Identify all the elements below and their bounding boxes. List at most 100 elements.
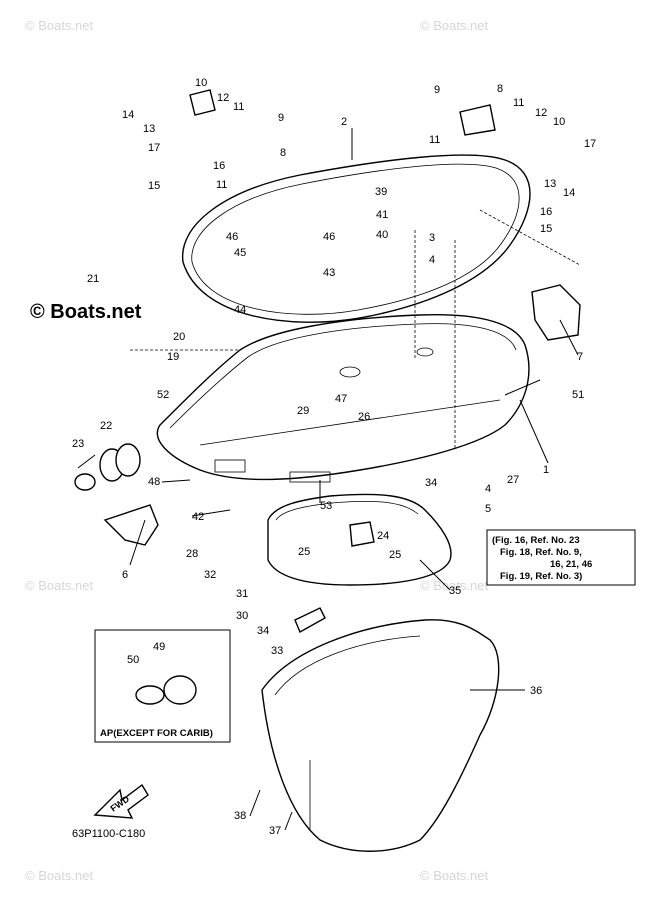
callout-42: 42	[192, 511, 204, 523]
callout-46b: 46	[323, 231, 335, 243]
callout-16: 16	[213, 160, 225, 172]
watermark: © Boats.net	[25, 18, 94, 33]
watermark-grid: © Boats.net © Boats.net © Boats.net © Bo…	[25, 18, 489, 883]
callout-9b: 9	[278, 112, 284, 124]
callout-32: 32	[204, 569, 216, 581]
callout-41: 41	[376, 209, 388, 221]
latch-left	[189, 89, 216, 116]
callout-22: 22	[100, 420, 112, 432]
plug	[349, 521, 375, 547]
callout-14b: 14	[563, 187, 575, 199]
reference-line-1: (Fig. 16, Ref. No. 23	[492, 535, 580, 546]
callout-16b: 16	[540, 206, 552, 218]
callout-48: 48	[148, 476, 160, 488]
callout-33: 33	[271, 645, 283, 657]
fwd-arrow: FWD	[93, 783, 149, 819]
callout-10: 10	[195, 77, 207, 89]
callout-26: 26	[358, 411, 370, 423]
callout-10b: 10	[553, 116, 565, 128]
inset-parts	[135, 675, 197, 705]
callout-21: 21	[87, 273, 99, 285]
bracket	[531, 284, 581, 341]
callout-7: 7	[577, 351, 583, 363]
callout-4: 4	[429, 254, 435, 266]
callout-19: 19	[167, 351, 179, 363]
bottom-cowling	[156, 313, 530, 483]
reference-line-2: Fig. 18, Ref. No. 9,	[500, 547, 582, 558]
reference-line-3: 16, 21, 46	[550, 559, 592, 570]
callout-44: 44	[234, 304, 246, 316]
callout-15b: 15	[540, 223, 552, 235]
callout-34: 34	[257, 625, 269, 637]
leader-lines	[77, 128, 581, 831]
callout-51: 51	[572, 389, 584, 401]
callout-15: 15	[148, 180, 160, 192]
callout-labels: 1 2 3 4 4 5 6 7 8 8 9 9 10 10 11 11 11 1…	[72, 77, 596, 837]
callout-5: 5	[485, 503, 491, 515]
diagram-code: 63P1100-C180	[72, 828, 145, 840]
callout-11: 11	[233, 101, 244, 113]
reference-box	[486, 529, 636, 586]
callout-49: 49	[153, 641, 165, 653]
callout-52: 52	[157, 389, 169, 401]
callout-43: 43	[323, 267, 335, 279]
side-cover	[103, 504, 159, 546]
callout-13: 13	[143, 123, 155, 135]
callout-4b: 4	[485, 483, 491, 495]
hose	[294, 607, 326, 633]
watermark: © Boats.net	[25, 578, 94, 593]
callout-11d: 11	[216, 179, 227, 191]
callout-2: 2	[341, 116, 347, 128]
callout-31: 31	[236, 588, 248, 600]
callout-8b: 8	[280, 147, 286, 159]
cowl-seal	[182, 154, 531, 323]
watermark: © Boats.net	[25, 868, 94, 883]
callout-37: 37	[269, 825, 281, 837]
callout-3: 3	[429, 232, 435, 244]
apron	[261, 619, 500, 852]
callout-46: 46	[226, 231, 238, 243]
callout-20: 20	[173, 331, 185, 343]
callout-34b: 34	[425, 477, 437, 489]
grommet	[99, 443, 141, 482]
callout-23: 23	[72, 438, 84, 450]
watermark: © Boats.net	[420, 868, 489, 883]
callout-13b: 13	[544, 178, 556, 190]
callout-40: 40	[376, 229, 388, 241]
callout-35: 35	[449, 585, 461, 597]
callout-39: 39	[375, 186, 387, 198]
callout-50: 50	[127, 654, 139, 666]
callout-11b: 11	[513, 97, 524, 109]
callout-12b: 12	[535, 107, 547, 119]
reference-line-4: Fig. 19, Ref. No. 3)	[500, 571, 582, 582]
callout-14: 14	[122, 109, 134, 121]
callout-24: 24	[377, 530, 389, 542]
callout-38: 38	[234, 810, 246, 822]
callout-17b: 17	[584, 138, 596, 150]
callout-25b: 25	[389, 549, 401, 561]
callout-30: 30	[236, 610, 248, 622]
callout-17: 17	[148, 142, 160, 154]
inset-caption: AP(EXCEPT FOR CARIB)	[100, 728, 213, 739]
callout-36: 36	[530, 685, 542, 697]
callout-12: 12	[217, 92, 229, 104]
callout-28: 28	[186, 548, 198, 560]
inset-box	[94, 629, 231, 743]
callout-9: 9	[434, 84, 440, 96]
watermark: © Boats.net	[420, 578, 489, 593]
callout-47: 47	[335, 393, 347, 405]
latch-right	[459, 104, 496, 136]
callout-45: 45	[234, 247, 246, 259]
callout-1: 1	[543, 464, 549, 476]
callout-8: 8	[497, 83, 503, 95]
callout-11c: 11	[429, 134, 440, 146]
callout-29: 29	[297, 405, 309, 417]
callout-53: 53	[320, 500, 332, 512]
center-watermark: © Boats.net	[30, 301, 142, 323]
callout-27: 27	[507, 474, 519, 486]
callout-25: 25	[298, 546, 310, 558]
clamp	[74, 473, 96, 491]
watermark: © Boats.net	[420, 18, 489, 33]
callout-6: 6	[122, 569, 128, 581]
